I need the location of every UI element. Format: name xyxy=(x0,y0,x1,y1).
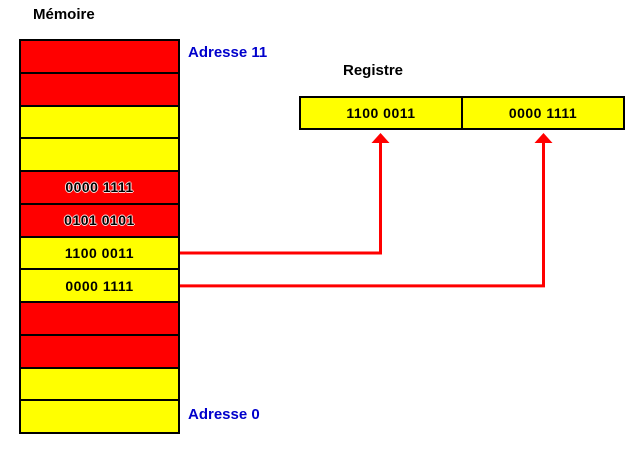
memory-cell xyxy=(21,106,178,140)
address-top-label: Adresse 11 xyxy=(188,44,268,61)
memory-cell xyxy=(21,73,178,107)
memory-cell: 1100 0011 xyxy=(21,237,178,271)
arrow-line xyxy=(180,143,382,255)
memory-cell xyxy=(21,335,178,369)
register-title: Registre xyxy=(343,62,404,79)
memory-title: Mémoire xyxy=(33,6,95,23)
memory-cell: 0000 1111 xyxy=(21,270,178,303)
memory-cell xyxy=(21,401,178,432)
arrow-head-icon xyxy=(534,133,553,143)
memory-cell xyxy=(21,41,178,74)
arrow-line xyxy=(180,143,545,288)
register-cell: 0000 1111 xyxy=(461,98,623,128)
memory-cell xyxy=(21,368,178,402)
address-bottom-label: Adresse 0 xyxy=(188,406,260,423)
memory-cell xyxy=(21,303,178,336)
memory-cell: 0101 0101 xyxy=(21,204,178,238)
arrow-head-icon xyxy=(371,133,390,143)
register-cell: 1100 0011 xyxy=(301,98,461,128)
memory-cell: 0000 1111 xyxy=(21,172,178,205)
memory-cell xyxy=(21,139,178,172)
